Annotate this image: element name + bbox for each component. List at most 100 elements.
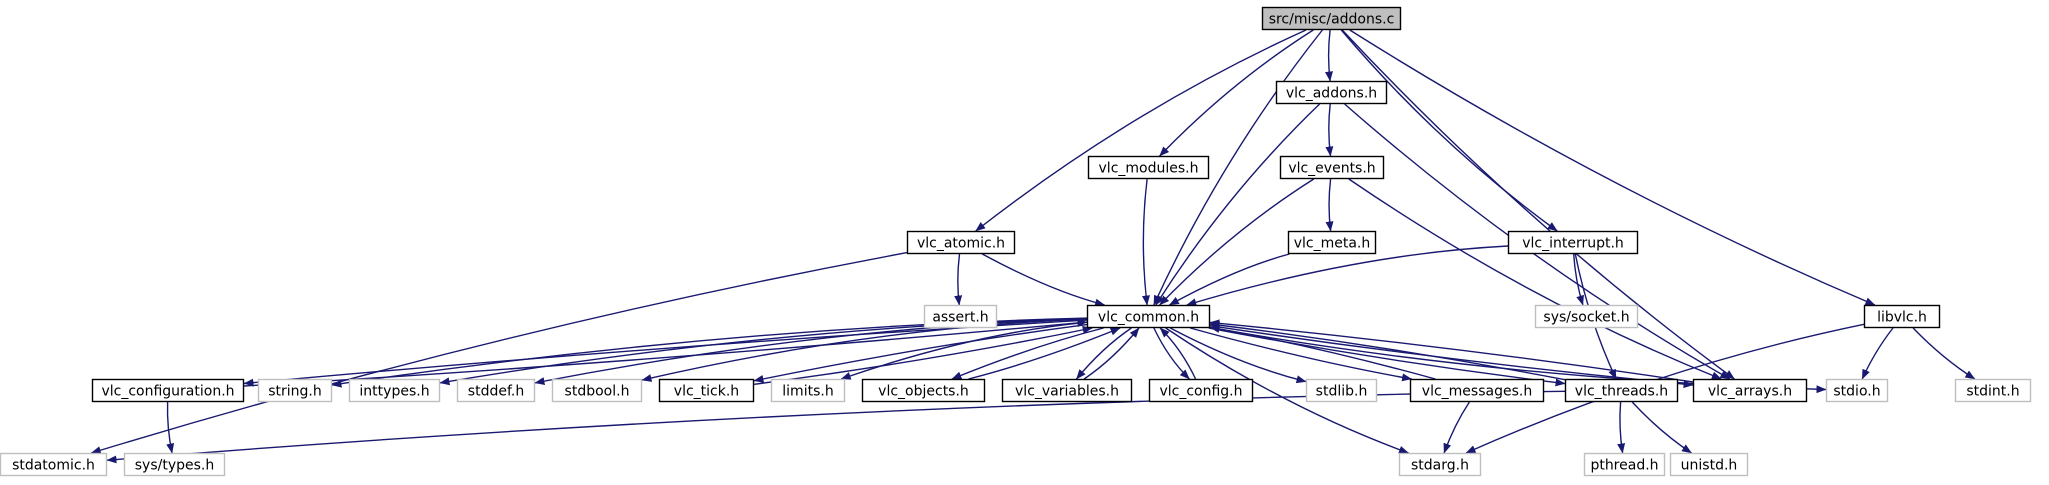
edge-vlc_threads-to-unistd <box>1631 401 1692 454</box>
edge-vlc_variables-to-vlc_common <box>1083 327 1140 380</box>
node-limits: limits.h <box>770 378 846 403</box>
edge-vlc_common-to-vlc_tick <box>753 323 1088 383</box>
edge-vlc_tick-to-vlc_common <box>753 325 1093 385</box>
node-vlc-threads[interactable]: vlc_threads.h <box>1564 378 1679 403</box>
node-label: vlc_modules.h <box>1099 161 1199 177</box>
node-box <box>1275 80 1388 105</box>
node-sys-types: sys/types.h <box>123 452 226 477</box>
edge-vlc_interrupt-to-sys_socket <box>1573 253 1584 306</box>
node-vlc-objects[interactable]: vlc_objects.h <box>861 378 986 403</box>
node-box <box>1692 378 1808 403</box>
node-label: vlc_messages.h <box>1422 384 1532 400</box>
node-label: stdatomic.h <box>12 458 95 474</box>
edge-vlc_common-to-stdbool <box>641 318 1088 382</box>
node-box <box>1398 452 1482 477</box>
node-label: vlc_variables.h <box>1015 384 1119 400</box>
edge-libvlc-to-stdio <box>1861 327 1894 380</box>
node-box <box>551 378 643 403</box>
node-box <box>770 378 846 403</box>
node-box <box>91 378 245 403</box>
edge-vlc_events-to-vlc_meta <box>1325 178 1334 232</box>
edge-vlc_common-to-vlc_config <box>1153 327 1190 380</box>
node-label: pthread.h <box>1590 458 1658 474</box>
node-label: sys/types.h <box>135 458 214 474</box>
node-box <box>1954 378 2032 403</box>
node-stdio: stdio.h <box>1825 378 1889 403</box>
edge-vlc_interrupt-to-vlc_common <box>1186 245 1509 307</box>
node-vlc-messages[interactable]: vlc_messages.h <box>1409 378 1545 403</box>
node-box <box>1261 6 1402 31</box>
node-box <box>1409 378 1545 403</box>
node-label: src/misc/addons.c <box>1269 12 1395 28</box>
edge-vlc_common-to-vlc_variables <box>1075 327 1132 380</box>
node-stdint: stdint.h <box>1954 378 2032 403</box>
node-label: assert.h <box>932 310 988 326</box>
node-box <box>456 378 536 403</box>
node-unistd: unistd.h <box>1669 452 1749 477</box>
node-label: vlc_threads.h <box>1575 384 1668 400</box>
edge-root-to-vlc_interrupt <box>1340 29 1558 232</box>
node-vlc-addons[interactable]: vlc_addons.h <box>1275 80 1388 105</box>
node-vlc-arrays[interactable]: vlc_arrays.h <box>1692 378 1808 403</box>
edge-vlc_common-to-limits <box>840 321 1088 380</box>
node-vlc-config[interactable]: vlc_config.h <box>1148 378 1254 403</box>
edge-root-to-vlc_addons <box>1325 29 1333 82</box>
node-stddef: stddef.h <box>456 378 536 403</box>
node-vlc-interrupt[interactable]: vlc_interrupt.h <box>1507 230 1639 255</box>
node-box <box>861 378 986 403</box>
node-box <box>1825 378 1889 403</box>
edge-vlc_common-to-stdlib <box>1169 327 1307 384</box>
node-label: vlc_addons.h <box>1286 86 1377 102</box>
node-label: vlc_common.h <box>1098 310 1199 326</box>
node-vlc-meta[interactable]: vlc_meta.h <box>1287 230 1377 255</box>
node-box <box>1087 155 1210 180</box>
node-box <box>923 304 998 329</box>
node-vlc-events[interactable]: vlc_events.h <box>1279 155 1385 180</box>
nodes-layer: src/misc/addons.c vlc_addons.h vlc_modules… <box>0 6 2032 477</box>
node-label: stdarg.h <box>1411 458 1469 474</box>
node-label: sys/socket.h <box>1543 310 1629 326</box>
edge-vlc_messages-to-stdarg <box>1443 401 1470 454</box>
edge-vlc_events-to-vlc_arrays <box>1348 178 1722 380</box>
edge-vlc_objects-to-vlc_common <box>968 327 1121 380</box>
node-vlc-variables[interactable]: vlc_variables.h <box>1001 378 1133 403</box>
node-pthread: pthread.h <box>1583 452 1666 477</box>
node-label: vlc_config.h <box>1159 384 1242 400</box>
node-box <box>1287 230 1377 255</box>
edge-vlc_config-to-vlc_common <box>1159 327 1197 380</box>
node-vlc-tick[interactable]: vlc_tick.h <box>658 378 755 403</box>
node-vlc-atomic[interactable]: vlc_atomic.h <box>906 230 1016 255</box>
edge-vlc_events-to-vlc_common <box>1159 178 1315 306</box>
node-box <box>1086 304 1211 329</box>
node-label: stdio.h <box>1833 384 1880 400</box>
node-inttypes: inttypes.h <box>348 378 441 403</box>
edge-vlc_atomic-to-stdatomic <box>90 251 908 455</box>
node-sys-socket: sys/socket.h <box>1534 304 1639 329</box>
node-label: string.h <box>268 384 322 400</box>
node-string: string.h <box>257 378 333 403</box>
node-box <box>906 230 1016 255</box>
node-box <box>1564 378 1679 403</box>
edge-vlc_meta-to-vlc_common <box>1168 253 1290 306</box>
node-libvlc[interactable]: libvlc.h <box>1863 304 1941 329</box>
node-label: vlc_arrays.h <box>1708 384 1792 400</box>
node-root[interactable]: src/misc/addons.c <box>1261 6 1402 31</box>
edge-vlc_common-to-vlc_threads <box>1208 327 1566 387</box>
node-vlc-common[interactable]: vlc_common.h <box>1086 304 1211 329</box>
node-box <box>1001 378 1133 403</box>
edge-vlc_addons-to-vlc_common <box>1155 103 1321 306</box>
node-box <box>1583 452 1666 477</box>
edge-vlc_common-to-stddef <box>534 317 1088 386</box>
node-vlc-modules[interactable]: vlc_modules.h <box>1087 155 1210 180</box>
node-box <box>1148 378 1254 403</box>
node-label: stdint.h <box>1966 384 2019 400</box>
node-vlc-configuration[interactable]: vlc_configuration.h <box>91 378 245 403</box>
edge-vlc_common-to-vlc_messages <box>1190 327 1413 382</box>
edge-vlc_threads-to-vlc_common <box>1209 321 1566 381</box>
edge-vlc_configuration-to-vlc_common <box>243 318 1088 387</box>
node-box <box>123 452 226 477</box>
node-label: vlc_meta.h <box>1294 236 1371 252</box>
edge-root-to-vlc_arrays <box>1341 29 1735 380</box>
edge-vlc_configuration-to-sys_types <box>166 401 175 454</box>
